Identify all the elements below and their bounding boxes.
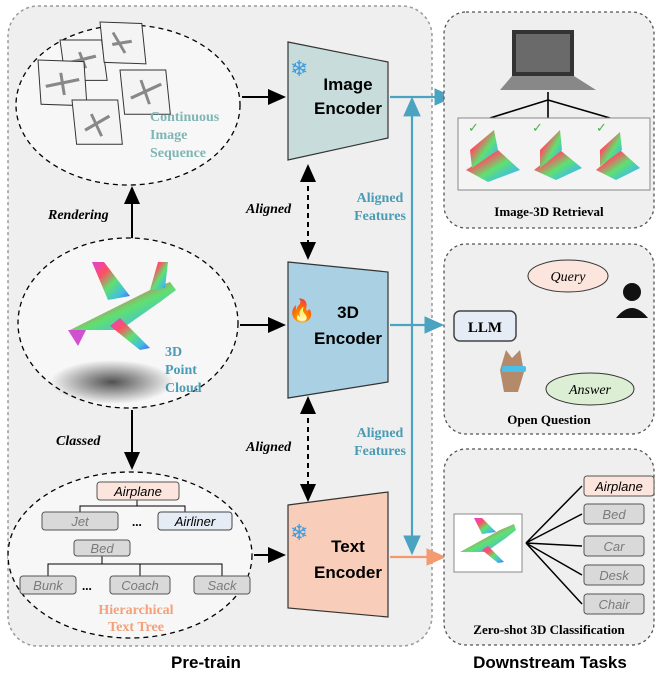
aligned-label-bottom: Aligned (245, 440, 292, 455)
point-cloud-label-2: Point (165, 363, 197, 378)
retrieval-branches (489, 92, 611, 119)
class-bed: Bed (602, 507, 626, 522)
tree-node-bed-text: Bed (90, 541, 114, 556)
answer-text: Answer (568, 383, 612, 398)
image-encoder-label-1: Image (323, 75, 372, 94)
class-box-airplane (583, 475, 655, 497)
tree-node-airliner-text: Airliner (174, 514, 216, 529)
tree-node-airliner (157, 511, 233, 531)
point-cloud-label-3: Cloud (165, 381, 202, 396)
zero-shot-branches (525, 485, 583, 605)
zero-shot-classes: Airplane Bed Car Desk Chair (583, 475, 655, 615)
3d-encoder-block (287, 261, 389, 399)
pretrain-title: Pre-train (171, 653, 241, 672)
3d-encoder-label-1: 3D (337, 303, 359, 322)
laptop-icon (500, 30, 596, 90)
rendering-label: Rendering (47, 208, 109, 223)
class-chair: Chair (598, 597, 630, 612)
text-tree-caption-2: Text Tree (108, 620, 164, 635)
airplane-pointcloud-icon (68, 262, 176, 350)
image-sequence-label-3: Sequence (150, 146, 206, 161)
class-car: Car (604, 539, 626, 554)
query-text: Query (551, 270, 587, 285)
tree-node-jet (41, 511, 119, 531)
classed-label: Classed (56, 434, 101, 449)
image-encoder-block (287, 41, 389, 161)
tree-node-jet-text: Jet (70, 514, 90, 529)
class-desk: Desk (599, 568, 630, 583)
fire-icon: 🔥 (288, 298, 315, 324)
image-sequence-frames (37, 21, 171, 145)
tree-node-sack-text: Sack (208, 578, 238, 593)
answer-bubble (545, 372, 635, 406)
text-encoder-label-2: Encoder (314, 563, 382, 582)
retrieval-caption: Image-3D Retrieval (494, 204, 604, 219)
class-airplane: Airplane (594, 479, 643, 494)
tree-ellipsis-2: ... (82, 578, 92, 593)
point-cloud-shadow (50, 360, 174, 404)
retrieval-results: ✓ ✓ ✓ (466, 121, 640, 182)
image-encoder-label-2: Encoder (314, 99, 382, 118)
tree-node-coach (109, 575, 171, 595)
snowflake-icon-2: ❄ (290, 521, 308, 546)
user-icon (616, 283, 648, 318)
class-box-bed (583, 503, 645, 525)
tree-node-sack (193, 575, 251, 595)
svg-text:✓: ✓ (468, 121, 479, 136)
class-box-car (583, 535, 645, 557)
query-bubble (527, 259, 609, 293)
aligned-features-bottom-1: Aligned (357, 426, 404, 441)
class-box-chair (583, 593, 645, 615)
3d-encoder-label-2: Encoder (314, 329, 382, 348)
image-sequence-label-2: Image (150, 128, 187, 143)
aligned-label-top: Aligned (245, 202, 292, 217)
llama-icon (500, 350, 526, 392)
text-encoder-label-1: Text (331, 537, 365, 556)
class-box-desk (583, 564, 645, 586)
tree-ellipsis-1: ... (132, 514, 142, 529)
image-sequence-label-1: Continuous (150, 110, 220, 125)
svg-text:✓: ✓ (532, 121, 543, 136)
llm-box (453, 310, 517, 342)
snowflake-icon: ❄ (290, 57, 308, 82)
tree-node-bunk-text: Bunk (33, 578, 64, 593)
llm-label: LLM (468, 320, 502, 336)
tree-node-airplane (96, 481, 180, 501)
text-tree-caption-1: Hierarchical (98, 603, 173, 618)
open-question-caption: Open Question (507, 412, 591, 427)
point-cloud-label-1: 3D (165, 345, 182, 360)
aligned-features-top-2: Features (354, 209, 406, 224)
tree-node-bunk (19, 575, 77, 595)
tree-node-coach-text: Coach (121, 578, 159, 593)
downstream-title: Downstream Tasks (473, 653, 627, 672)
aligned-features-top-1: Aligned (357, 191, 404, 206)
zero-shot-airplane-icon (460, 518, 516, 563)
zero-shot-caption: Zero-shot 3D Classification (473, 622, 625, 637)
svg-text:✓: ✓ (596, 121, 607, 136)
text-tree: Airplane Jet ... Airliner Bed Bunk ... C… (19, 481, 251, 595)
text-encoder-block (287, 491, 389, 618)
aligned-features-bottom-2: Features (354, 444, 406, 459)
tree-node-bed (73, 539, 131, 557)
tree-node-airplane-text: Airplane (113, 484, 162, 499)
